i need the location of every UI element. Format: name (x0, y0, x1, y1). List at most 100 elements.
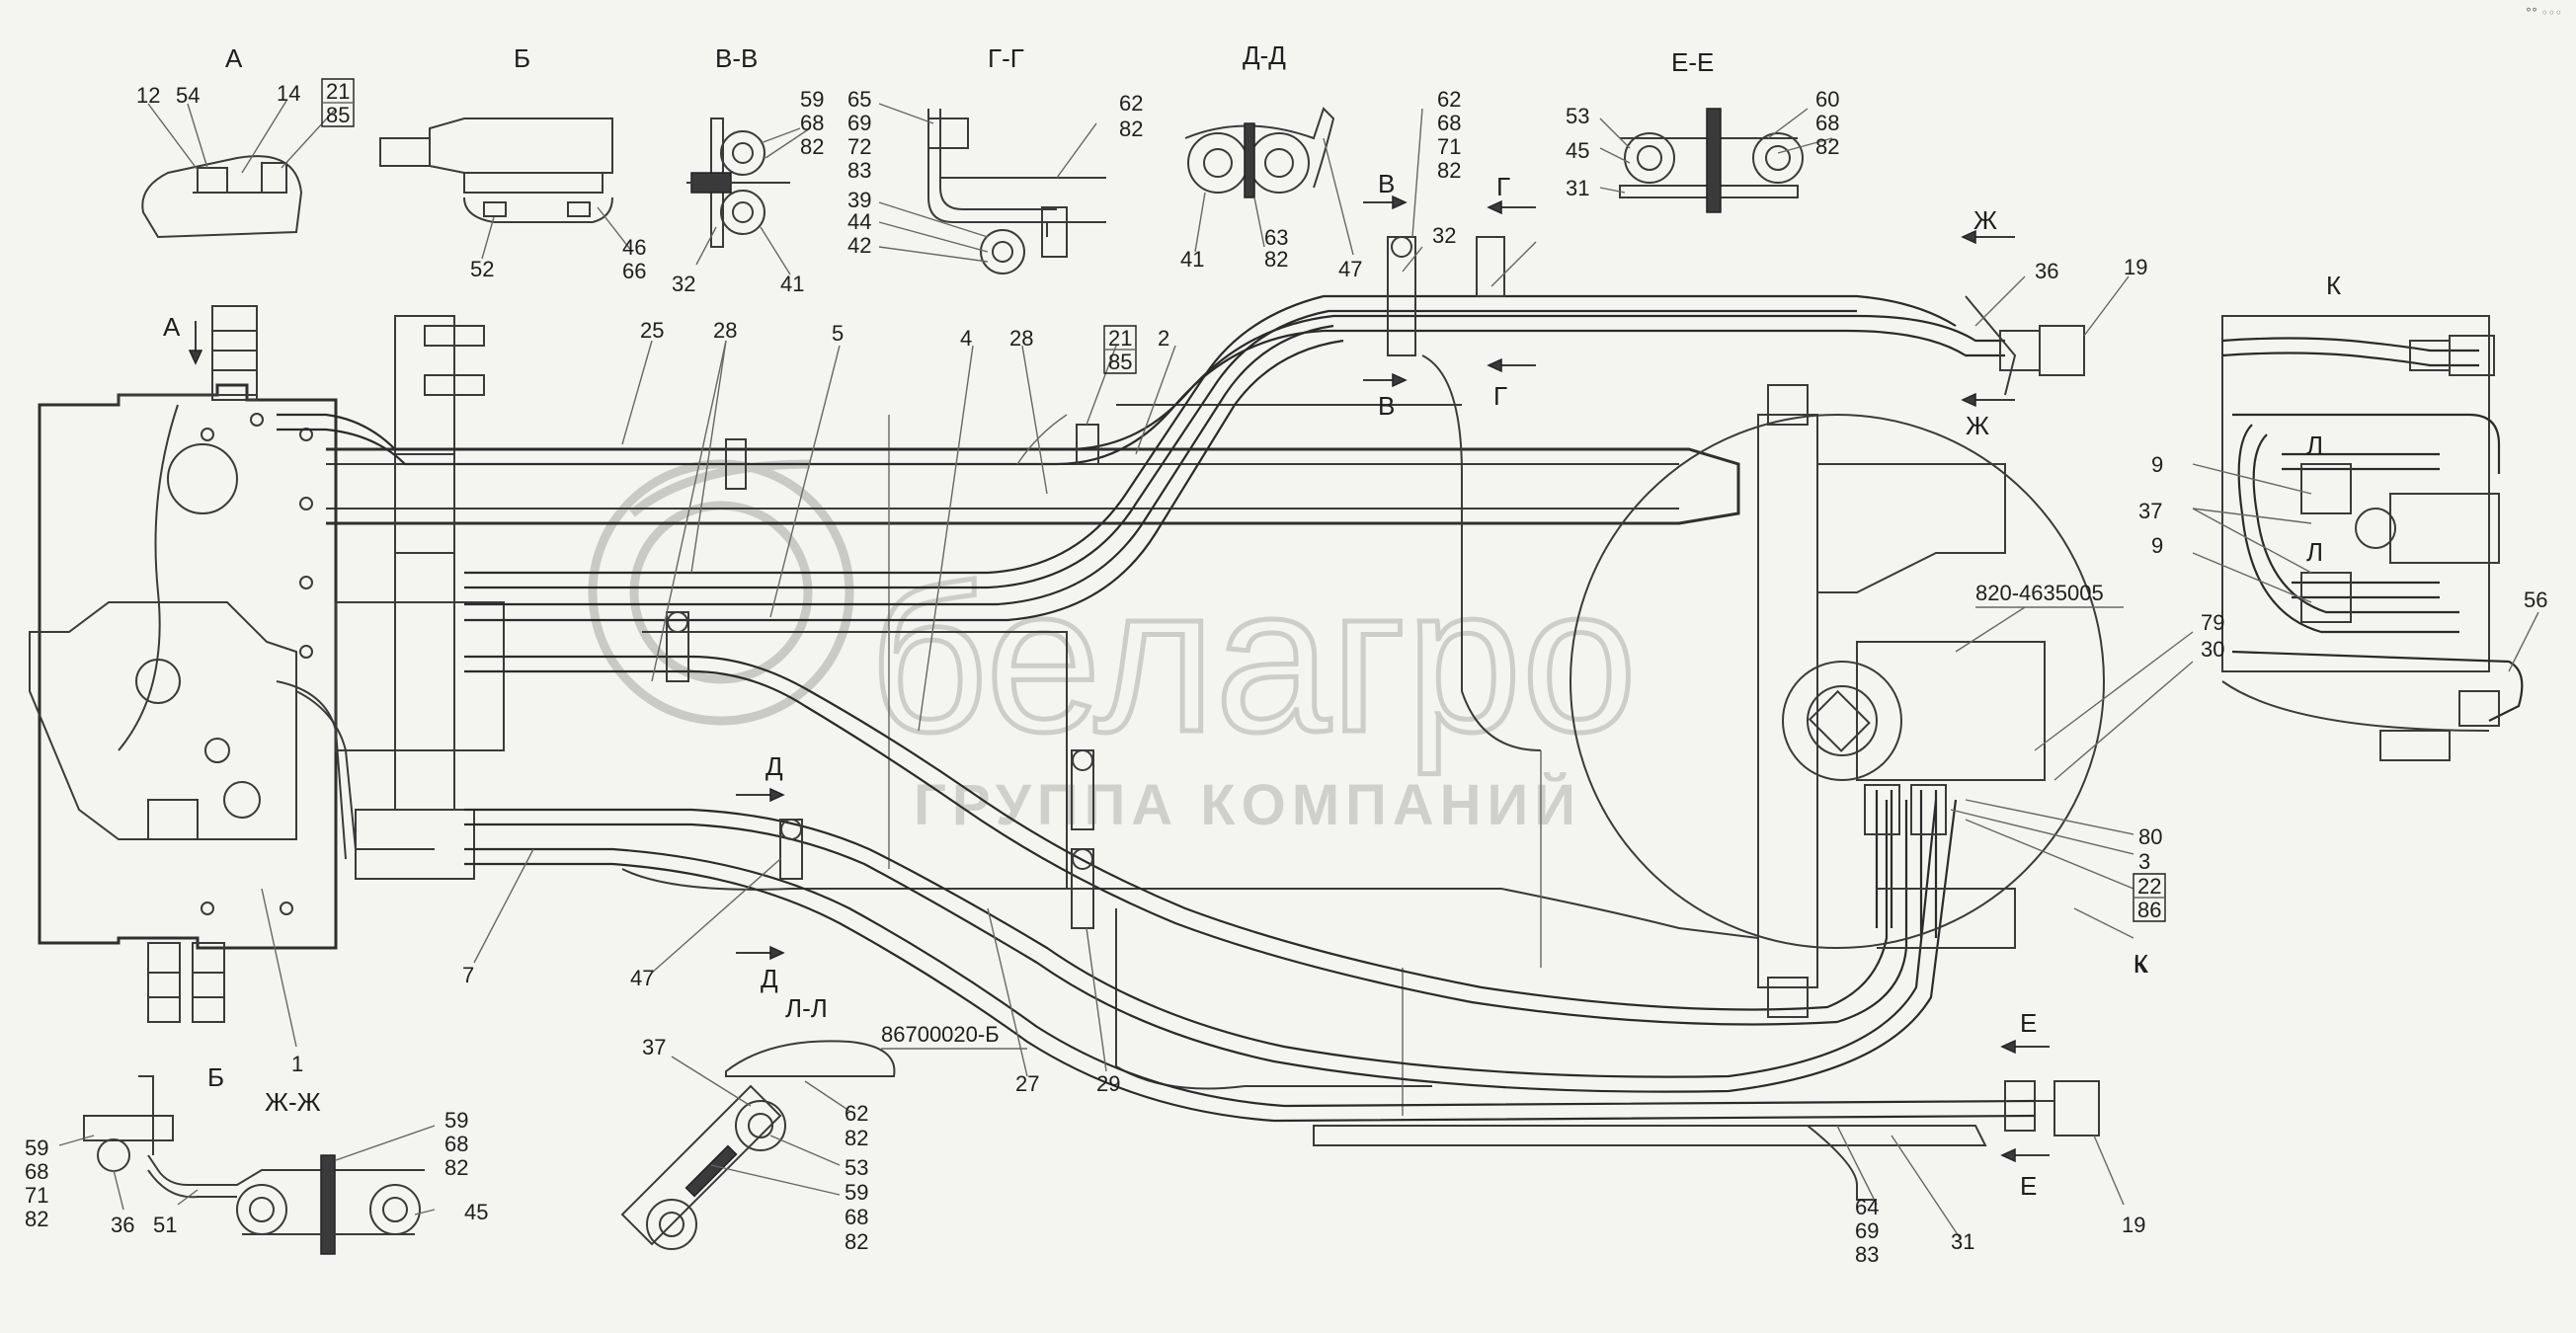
part-numbers: 820-4635005 86700020-Б (881, 581, 2124, 1049)
label-14: 14 (277, 81, 300, 106)
label-60: 60 (1815, 87, 1839, 112)
label-68-zhzh-r: 68 (444, 1132, 468, 1156)
section-title-vv: В-В (715, 43, 758, 73)
boxed-label-86: 86 (2137, 898, 2161, 922)
detail-b (380, 118, 612, 222)
view-mark-v-top: В (1378, 169, 1395, 198)
detail-gg (928, 109, 1106, 274)
leader-lines (59, 101, 2538, 1239)
label-59-zhzh-r: 59 (444, 1108, 468, 1133)
boxed-labels: 21 85 21 85 22 86 (322, 79, 2165, 922)
label-51: 51 (153, 1213, 177, 1237)
label-59-ll: 59 (845, 1180, 868, 1205)
label-47-dd: 47 (1338, 257, 1362, 281)
detail-zhzh (84, 1076, 425, 1254)
part-number-86700020-b: 86700020-Б (881, 1022, 1000, 1047)
label-3: 3 (2138, 849, 2150, 874)
label-82-ll: 82 (845, 1229, 868, 1254)
label-41-dd: 41 (1180, 247, 1204, 272)
view-mark-v-bottom: В (1378, 391, 1395, 421)
corner-mark: °° ◦◦◦ (2525, 6, 2562, 20)
label-30: 30 (2201, 637, 2224, 662)
label-79: 79 (2201, 610, 2224, 635)
pump-housing (30, 306, 504, 1022)
label-47: 47 (630, 966, 654, 990)
label-83-b: 83 (1855, 1242, 1879, 1267)
label-52: 52 (470, 257, 494, 281)
detail-ee (1620, 109, 1803, 212)
section-title-k: К (2326, 271, 2341, 300)
label-65: 65 (847, 87, 871, 112)
label-19-top: 19 (2124, 255, 2147, 279)
detail-a (142, 156, 301, 237)
label-68-ll: 68 (845, 1205, 868, 1229)
detail-vv (686, 118, 790, 247)
label-63: 63 (1264, 225, 1288, 250)
section-title-a: А (225, 43, 243, 73)
label-59-zhzh: 59 (25, 1136, 48, 1160)
label-36-zhzh: 36 (111, 1213, 134, 1237)
label-19-bottom: 19 (2122, 1213, 2145, 1237)
detail-view-k (2222, 316, 2522, 760)
label-28: 28 (713, 318, 737, 343)
section-title-zhzh: Ж-Ж (265, 1087, 321, 1117)
label-72: 72 (847, 134, 871, 159)
label-2: 2 (1158, 326, 1169, 351)
view-mark-zh-top: Ж (1973, 205, 1997, 235)
label-68-ee: 68 (1815, 111, 1839, 135)
view-mark-l-top: Л (2306, 431, 2323, 460)
label-64: 64 (1855, 1195, 1879, 1219)
view-mark-g-top: Г (1496, 172, 1510, 201)
view-mark-e-top: Е (2020, 1008, 2037, 1038)
label-39: 39 (847, 188, 871, 212)
label-k: К (2133, 953, 2146, 978)
label-4: 4 (960, 326, 972, 351)
label-82-ee: 82 (1815, 134, 1839, 159)
view-mark-d-bottom: Д (761, 964, 778, 993)
label-82-zhzh: 82 (25, 1207, 48, 1231)
section-title-dd: Д-Д (1243, 40, 1286, 70)
section-title-ee: Е-Е (1671, 47, 1714, 77)
label-29: 29 (1096, 1071, 1120, 1096)
view-arrows: А Б В В Г Г Д Д Е Е Ж Ж Л Л К (163, 169, 2323, 1201)
boxed-label-21-a: 21 (326, 79, 350, 104)
label-59-vv: 59 (800, 87, 824, 112)
detail-dd (1185, 109, 1333, 197)
view-mark-k: К (2133, 949, 2148, 979)
label-41: 41 (780, 272, 804, 296)
section-title-gg: Г-Г (988, 43, 1024, 73)
view-mark-d-top: Д (765, 751, 783, 781)
label-44: 44 (847, 209, 871, 234)
label-56: 56 (2524, 588, 2547, 612)
label-28-b: 28 (1009, 326, 1033, 351)
label-80: 80 (2138, 824, 2162, 849)
view-mark-zh-bottom: Ж (1966, 411, 1989, 440)
label-27: 27 (1015, 1071, 1039, 1096)
watermark: белагро ГРУППА КОМПАНИЙ (593, 464, 1640, 837)
label-37-k: 37 (2138, 499, 2162, 523)
label-69-b: 69 (1855, 1218, 1879, 1243)
label-82-ll-b: 82 (845, 1126, 868, 1150)
label-42: 42 (847, 233, 871, 258)
part-number-820-4635005: 820-4635005 (1975, 581, 2104, 605)
watermark-logo: белагро (869, 543, 1637, 775)
label-54: 54 (176, 83, 200, 108)
label-62-top: 62 (1437, 87, 1461, 112)
label-46: 46 (622, 235, 646, 260)
label-45-ee: 45 (1566, 138, 1589, 163)
label-62-gg: 62 (1119, 91, 1143, 116)
section-titles: А Б В-В Г-Г Д-Д Е-Е К Ж-Ж Л-Л (225, 40, 2341, 1117)
label-68-top: 68 (1437, 111, 1461, 135)
label-25: 25 (640, 318, 664, 343)
boxed-label-22: 22 (2137, 874, 2161, 899)
label-7: 7 (462, 963, 474, 987)
view-mark-b: Б (207, 1062, 224, 1092)
label-66: 66 (622, 259, 646, 283)
label-82-dd: 82 (1264, 247, 1288, 272)
view-mark-l-bottom: Л (2306, 537, 2323, 567)
label-71-top: 71 (1437, 134, 1461, 159)
label-82-top: 82 (1437, 158, 1461, 183)
label-83: 83 (847, 158, 871, 183)
label-82-zhzh-r: 82 (444, 1155, 468, 1180)
position-labels: 12 54 14 52 46 66 32 41 65 69 72 83 39 4… (25, 81, 2547, 1267)
